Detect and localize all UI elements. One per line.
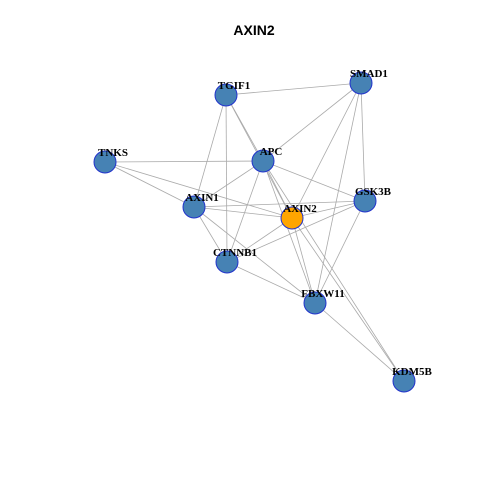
edge-axin1-axin2 <box>193 206 293 219</box>
edge-tnks-axin1 <box>104 161 195 208</box>
node-label-axin1: AXIN1 <box>185 192 219 204</box>
edge-smad1-fbxw11 <box>314 82 362 304</box>
edge-smad1-apc <box>262 82 362 162</box>
edge-apc-gsk3b <box>262 160 366 202</box>
node-label-smad1: SMAD1 <box>350 68 388 80</box>
node-label-apc: APC <box>260 146 283 158</box>
edge-tnks-axin2 <box>104 161 293 219</box>
edge-axin2-kdm5b <box>291 217 405 382</box>
edge-tgif1-ctnnb1 <box>225 94 228 263</box>
edge-tgif1-smad1 <box>225 82 362 96</box>
node-tnks <box>93 150 117 174</box>
edge-apc-axin1 <box>193 160 264 208</box>
edge-apc-fbxw11 <box>262 160 316 304</box>
edge-gsk3b-fbxw11 <box>314 200 366 304</box>
diagram-title: AXIN2 <box>233 22 274 38</box>
edge-gsk3b-axin2 <box>291 200 366 219</box>
node-smad1 <box>349 71 373 95</box>
edge-ctnnb1-fbxw11 <box>226 261 316 304</box>
node-axin1 <box>182 195 206 219</box>
node-label-tgif1: TGIF1 <box>218 80 250 92</box>
edges-layer <box>104 82 405 382</box>
node-axin2 <box>280 206 304 230</box>
node-apc <box>251 149 275 173</box>
node-ctnnb1 <box>215 250 239 274</box>
edge-apc-kdm5b <box>262 160 405 382</box>
node-kdm5b <box>392 369 416 393</box>
node-label-kdm5b: KDM5B <box>392 366 432 378</box>
node-tgif1 <box>214 83 238 107</box>
edge-fbxw11-kdm5b <box>314 302 405 382</box>
edge-smad1-axin2 <box>291 82 362 219</box>
node-fbxw11 <box>303 291 327 315</box>
node-label-ctnnb1: CTNNB1 <box>213 247 257 259</box>
edge-tnks-apc <box>104 160 264 163</box>
edge-axin1-gsk3b <box>193 200 366 208</box>
node-label-gsk3b: GSK3B <box>355 186 392 198</box>
node-label-axin2: AXIN2 <box>283 203 317 215</box>
edge-axin2-fbxw11 <box>291 217 316 304</box>
edge-axin2-ctnnb1 <box>226 217 293 263</box>
node-gsk3b <box>353 189 377 213</box>
node-label-fbxw11: FBXW11 <box>301 288 344 300</box>
node-label-tnks: TNKS <box>98 147 128 159</box>
edge-axin1-fbxw11 <box>193 206 316 304</box>
edge-apc-ctnnb1 <box>226 160 264 263</box>
nodes-layer <box>93 71 416 393</box>
edge-tgif1-axin1 <box>193 94 227 208</box>
edge-smad1-gsk3b <box>360 82 366 202</box>
